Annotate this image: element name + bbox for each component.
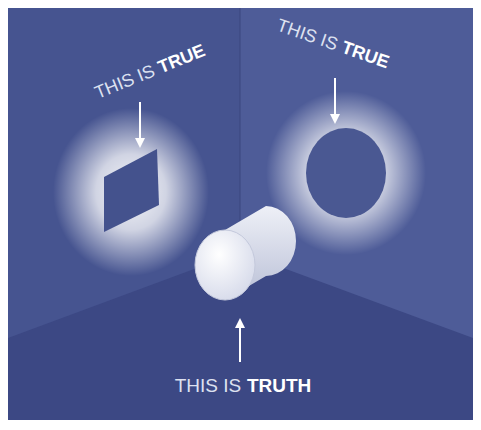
- circle-shadow: [306, 128, 386, 218]
- floor: [8, 8, 473, 420]
- square-shadow: [104, 149, 159, 232]
- caption-label: THIS IS: [175, 375, 242, 397]
- label-line: THIS ISTRUE: [274, 15, 392, 73]
- leader-arrow: [334, 78, 336, 122]
- caption-label: THIS IS: [92, 61, 158, 104]
- caption-label: THIS IS: [274, 15, 340, 55]
- emphasis-label: TRUE: [155, 40, 208, 78]
- right-wall: [240, 8, 473, 338]
- label-line: THIS ISTRUTH: [175, 375, 312, 397]
- leader-arrow: [139, 102, 141, 146]
- leader-arrow: [239, 320, 241, 362]
- wall-corner: [240, 8, 241, 252]
- emphasis-label: TRUTH: [247, 375, 311, 397]
- label-line: THIS ISTRUE: [92, 40, 209, 103]
- emphasis-label: TRUE: [339, 37, 392, 73]
- square-glow: [53, 108, 209, 276]
- cylinder-cap: [195, 230, 255, 300]
